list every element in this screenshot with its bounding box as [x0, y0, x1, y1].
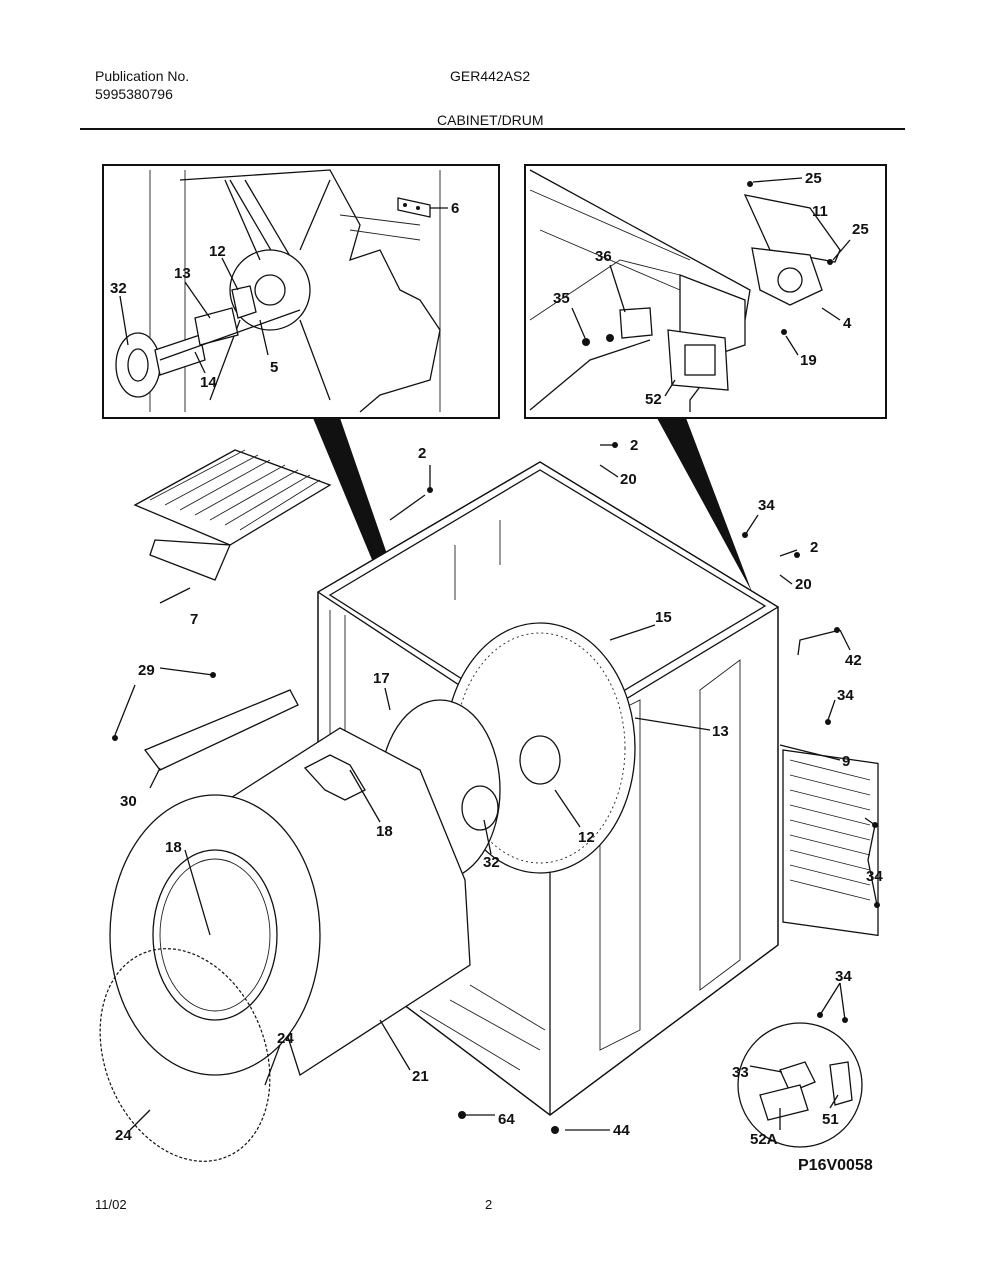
callout-13: 13	[174, 265, 191, 282]
page-number: 2	[485, 1197, 493, 1212]
callout-51: 51	[822, 1111, 839, 1128]
callout-2: 2	[630, 437, 638, 454]
callout-4: 4	[843, 315, 852, 332]
callout-25: 25	[852, 221, 869, 238]
callout-7: 7	[190, 611, 198, 628]
callout-20: 20	[795, 576, 812, 593]
header-rule	[80, 128, 905, 130]
model-number: GER442AS2	[450, 68, 531, 84]
duct	[143, 689, 299, 771]
callout-21: 21	[412, 1068, 429, 1085]
callout-18: 18	[376, 823, 393, 840]
callout-15: 15	[655, 609, 672, 626]
gasket-ring	[99, 948, 271, 1162]
callout-32: 32	[483, 854, 500, 871]
callout-52A: 52A	[750, 1131, 778, 1148]
callout-18: 18	[165, 839, 182, 856]
callout-44: 44	[613, 1122, 630, 1139]
callout-12: 12	[209, 243, 226, 260]
callout-13: 13	[712, 723, 729, 740]
callout-33: 33	[732, 1064, 749, 1081]
leader-lines	[114, 444, 878, 1131]
callout-34: 34	[837, 687, 854, 704]
callout-19: 19	[800, 352, 817, 369]
callout-2: 2	[810, 539, 818, 556]
callout-34: 34	[758, 497, 775, 514]
callout-29: 29	[138, 662, 155, 679]
callout-14: 14	[200, 374, 217, 391]
callout-5: 5	[270, 359, 278, 376]
callout-17: 17	[373, 670, 390, 687]
callout-34: 34	[835, 968, 852, 985]
callout-42: 42	[845, 652, 862, 669]
callout-30: 30	[120, 793, 137, 810]
callout-24: 24	[277, 1030, 294, 1047]
callout-25: 25	[805, 170, 822, 187]
publication-label: Publication No.	[95, 68, 190, 84]
callout-36: 36	[595, 248, 612, 265]
rear-panel	[782, 749, 879, 937]
callout-24: 24	[115, 1127, 132, 1144]
left-inset-panel	[102, 164, 500, 419]
callout-11: 11	[812, 203, 828, 220]
section-title: CABINET/DRUM	[437, 112, 544, 128]
footer-date: 11/02	[95, 1197, 127, 1212]
publication-number: 5995380796	[95, 86, 173, 102]
callout-12: 12	[578, 829, 595, 846]
callout-6: 6	[451, 200, 459, 217]
lint-filter	[133, 449, 332, 581]
callout-52: 52	[645, 391, 662, 408]
zoom-wedge-right	[657, 418, 752, 592]
callout-2: 2	[418, 445, 426, 462]
callout-35: 35	[553, 290, 570, 307]
callout-34: 34	[866, 868, 883, 885]
drawing-code: P16V0058	[798, 1157, 873, 1174]
callout-64: 64	[498, 1111, 515, 1128]
callout-9: 9	[842, 753, 850, 770]
callout-32: 32	[110, 280, 127, 297]
fasteners	[112, 442, 880, 1134]
right-inset-panel	[524, 164, 887, 419]
drum	[109, 727, 471, 1077]
callout-20: 20	[620, 471, 637, 488]
